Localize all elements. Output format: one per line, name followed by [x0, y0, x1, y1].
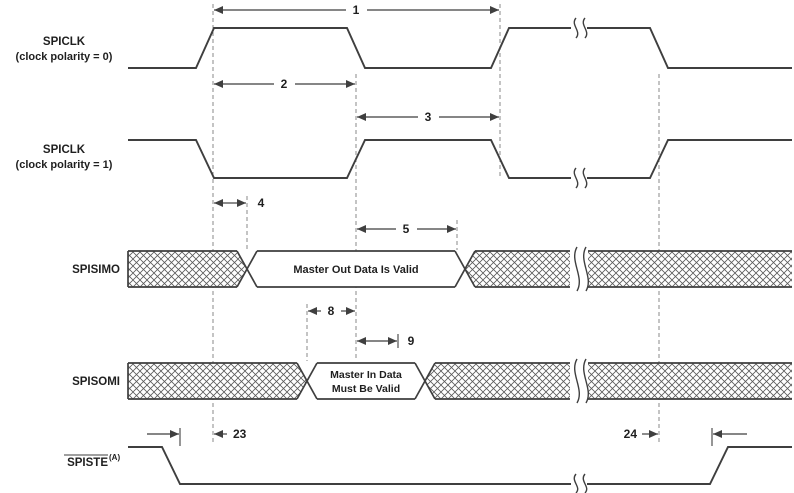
- spiclk1-qualifier-label: (clock polarity = 1): [16, 159, 113, 171]
- marker-1: 1: [214, 3, 499, 17]
- spisimo-break-icon: [570, 246, 589, 292]
- marker-9-label: 9: [408, 334, 415, 348]
- spiclk1-break-icon: [571, 167, 588, 189]
- spisomi-break-icon: [570, 358, 589, 404]
- marker-5: 5: [357, 222, 456, 236]
- marker-24: 24: [624, 427, 747, 446]
- spisimo-hatch-right: [465, 251, 792, 287]
- marker-1-label: 1: [353, 3, 360, 17]
- marker-8-label: 8: [328, 304, 335, 318]
- spisimo-valid-text: Master Out Data Is Valid: [293, 264, 418, 276]
- spisimo-label: SPISIMO: [72, 264, 120, 276]
- marker-8: 8: [308, 304, 355, 318]
- spisimo-bus-outline: [127, 250, 792, 288]
- spisimo-bus: Master Out Data Is Valid: [127, 250, 792, 288]
- spisomi-valid-text-line1: Master In Data: [330, 369, 402, 381]
- marker-2: 2: [214, 77, 355, 91]
- timing-markers: 1 2 3 4 5 8 9: [147, 3, 747, 446]
- spisomi-hatch-right: [425, 363, 792, 399]
- marker-24-label: 24: [624, 427, 638, 441]
- spiclk0-label: SPICLK: [43, 36, 86, 48]
- marker-4: 4: [214, 196, 265, 210]
- spisomi-label: SPISOMI: [72, 376, 120, 388]
- marker-23-label: 23: [233, 427, 247, 441]
- spiclk0-waveform: [128, 27, 792, 69]
- signal-labels: SPICLK (clock polarity = 0) SPICLK (cloc…: [16, 36, 121, 469]
- spisomi-bus-outline: [127, 362, 792, 400]
- marker-9: 9: [357, 334, 415, 348]
- spisomi-bus: Master In Data Must Be Valid: [127, 362, 792, 400]
- spiclk0-break-icon: [571, 17, 588, 39]
- spiste-waveform: [128, 446, 792, 485]
- spiste-footnote-label: (A): [109, 453, 120, 462]
- spiclk1-label: SPICLK: [43, 144, 86, 156]
- marker-3-label: 3: [425, 110, 432, 124]
- break-marks: [570, 17, 589, 493]
- spiclk1-waveform: [128, 139, 792, 179]
- spiste-label: SPISTE: [67, 457, 108, 469]
- marker-3: 3: [357, 110, 499, 124]
- spisimo-hatch-left: [128, 251, 247, 287]
- marker-2-label: 2: [281, 77, 288, 91]
- spiclk0-qualifier-label: (clock polarity = 0): [16, 51, 113, 63]
- spisimo-transition-right: [454, 250, 476, 288]
- marker-4-label: 4: [258, 196, 265, 210]
- spiste-break-icon: [571, 473, 588, 493]
- marker-23: 23: [147, 427, 247, 446]
- spisomi-valid-text-line2: Must Be Valid: [332, 383, 400, 395]
- spisimo-transition-left: [236, 250, 258, 288]
- spisomi-hatch-left: [128, 363, 307, 399]
- marker-5-label: 5: [403, 222, 410, 236]
- spisomi-transition-left: [296, 362, 318, 400]
- spisomi-transition-right: [414, 362, 436, 400]
